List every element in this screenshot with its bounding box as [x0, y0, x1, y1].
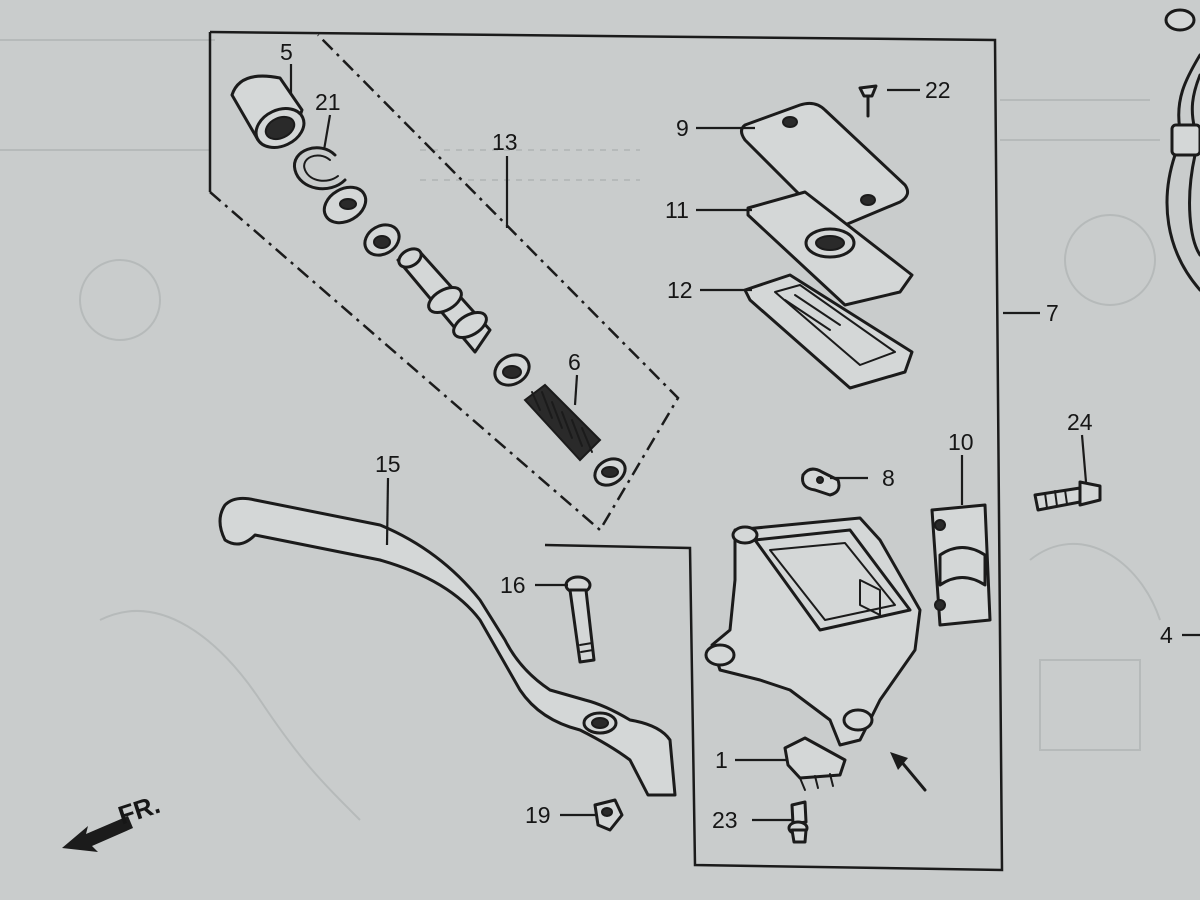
part-9-reservoir-cap — [740, 101, 910, 228]
front-direction-marker: FR. — [62, 789, 164, 852]
callout-5: 5 — [280, 39, 293, 65]
callout-22: 22 — [925, 77, 951, 103]
spring-seat — [593, 457, 627, 487]
callout-7: 7 — [1046, 300, 1059, 326]
part-15-lever — [218, 496, 677, 797]
callout-1: 1 — [715, 747, 728, 773]
part-11-plate — [746, 190, 914, 307]
callout-24: 24 — [1067, 409, 1093, 435]
front-label: FR. — [115, 789, 164, 830]
background-ghost-lines — [0, 39, 1161, 821]
callout-labels: 5 21 13 6 22 9 11 12 7 24 10 8 15 16 4 1… — [280, 39, 1173, 833]
callout-15: 15 — [375, 451, 401, 477]
part-19-nut — [593, 798, 624, 832]
callout-23: 23 — [712, 807, 738, 833]
primary-cup — [493, 353, 531, 387]
leader-lines — [289, 64, 1088, 822]
part-24-bolt — [1033, 480, 1102, 512]
secondary-cup — [363, 223, 401, 257]
assembly-frame — [208, 30, 1004, 872]
callout-13: 13 — [492, 129, 518, 155]
part-23-screw — [787, 800, 809, 844]
part-8-clip — [801, 467, 841, 497]
callout-11: 11 — [665, 197, 689, 223]
callout-8: 8 — [882, 465, 895, 491]
part-16-pivot-bolt — [564, 575, 596, 664]
callout-16: 16 — [500, 572, 526, 598]
part-5-boot — [230, 74, 306, 149]
washer — [322, 185, 368, 225]
part-1-switch — [783, 736, 847, 791]
callout-9: 9 — [676, 115, 689, 141]
front-arrow-icon — [62, 816, 133, 852]
brake-hose — [1164, 8, 1200, 292]
master-cylinder-body — [704, 516, 922, 747]
part-22-screw — [858, 84, 878, 118]
part-21-circlip — [293, 146, 347, 191]
part-12-diaphragm — [743, 273, 914, 390]
part-6-spring — [523, 383, 602, 462]
piston — [396, 247, 492, 354]
callout-10: 10 — [948, 429, 974, 455]
callout-21: 21 — [315, 89, 341, 115]
callout-19: 19 — [525, 802, 551, 828]
callout-6: 6 — [568, 349, 581, 375]
part-10-holder — [930, 503, 992, 627]
callout-4: 4 — [1160, 622, 1173, 648]
assembly-arrow — [890, 752, 927, 792]
callout-12: 12 — [667, 277, 693, 303]
